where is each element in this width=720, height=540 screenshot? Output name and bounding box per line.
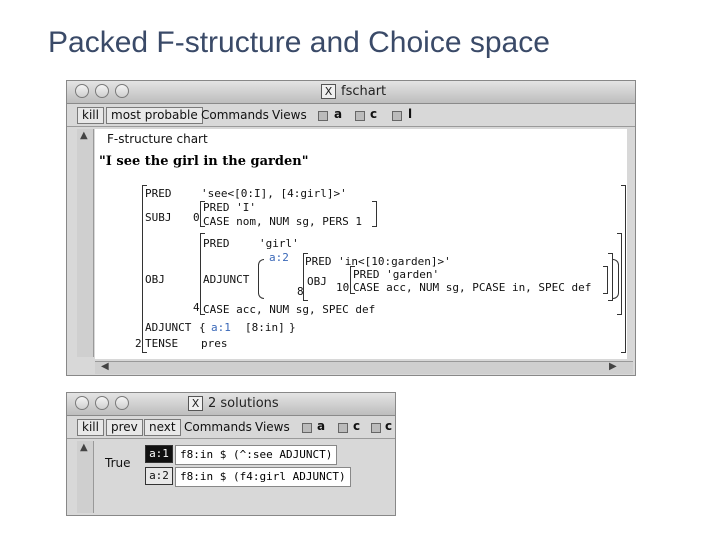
pred-attr: PRED (145, 187, 172, 200)
option-c2-label: c (385, 419, 393, 433)
adjunct-attr: ADJUNCT (203, 273, 250, 286)
adjunct-bracket-right (608, 253, 613, 301)
garden-pred: PRED 'garden' (353, 268, 440, 281)
most-probable-button[interactable]: most probable (106, 107, 203, 124)
garden-bracket-left (350, 266, 355, 294)
zoom-window-button[interactable] (115, 396, 129, 410)
top-adjunct-value: [8:in] (245, 321, 285, 334)
option-c-checkbox[interactable] (338, 423, 348, 433)
next-button[interactable]: next (144, 419, 181, 436)
obj-pred-attr: PRED (203, 237, 230, 250)
option-a-label: a (334, 107, 343, 121)
zoom-window-button[interactable] (115, 84, 129, 98)
root-bracket-left (142, 185, 147, 353)
option-c-checkbox[interactable] (355, 111, 365, 121)
inner-obj-index: 10 (336, 281, 350, 294)
option-a-checkbox[interactable] (318, 111, 328, 121)
option-c-label: c (353, 419, 361, 433)
close-window-button[interactable] (75, 396, 89, 410)
option-c-label: c (370, 107, 378, 121)
scroll-left-arrow-icon[interactable]: ◀ (101, 361, 109, 372)
kill-button[interactable]: kill (77, 419, 104, 436)
obj-case: CASE acc, NUM sg, SPEC def (203, 303, 376, 316)
adjunct-index: 8 (297, 285, 304, 298)
scroll-right-arrow-icon[interactable]: ▶ (609, 361, 617, 372)
adjunct-set-bracket-left (258, 259, 264, 299)
solutions-menubar: kill prev next Commands Views a c c (67, 416, 395, 439)
window-title: 2 solutions (208, 396, 279, 411)
garden-bracket-right (603, 266, 608, 294)
choice-a2-button[interactable]: a:2 (145, 467, 173, 485)
prev-button[interactable]: prev (106, 419, 143, 436)
choice-a2-text: f8:in $ (f4:girl ADJUNCT) (175, 467, 351, 487)
horizontal-scrollbar[interactable]: ◀ ▶ (95, 361, 633, 374)
choice-a1-text: f8:in $ (^:see ADJUNCT) (175, 445, 338, 465)
option-l-checkbox[interactable] (392, 111, 402, 121)
obj-bracket-right (617, 233, 622, 315)
subj-pred: PRED 'I' (203, 201, 256, 214)
obj-index: 4 (193, 301, 200, 314)
scroll-up-arrow-icon[interactable]: ▲ (80, 130, 88, 141)
vertical-scrollbar[interactable]: ▲ (77, 441, 94, 513)
fschart-menubar: kill most probable Commands Views a c l (67, 104, 635, 127)
tense-value: pres (201, 337, 228, 350)
true-label: True (105, 456, 131, 470)
views-menu[interactable]: Views (255, 420, 290, 434)
option-l-label: l (408, 107, 413, 121)
adjunct-pred: PRED 'in<[10:garden]>' (305, 255, 451, 268)
fschart-titlebar[interactable]: X fschart (67, 81, 635, 104)
commands-menu[interactable]: Commands (201, 108, 269, 122)
subj-bracket-left (200, 201, 205, 227)
garden-case: CASE acc, NUM sg, PCASE in, SPEC def (353, 281, 592, 294)
solutions-body: ▲ True a:1 f8:in $ (^:see ADJUNCT) a:2 f… (67, 439, 395, 515)
kill-button[interactable]: kill (77, 107, 104, 124)
scroll-up-arrow-icon[interactable]: ▲ (80, 442, 88, 453)
x11-icon: X (321, 84, 336, 99)
sentence-text: "I see the girl in the garden" (99, 154, 309, 169)
obj-attr: OBJ (145, 273, 165, 286)
obj-pred-value: 'girl' (259, 237, 299, 250)
subj-bracket-right (372, 201, 377, 227)
pred-value: 'see<[0:I], [4:girl]>' (201, 187, 347, 200)
option-a-checkbox[interactable] (302, 423, 312, 433)
subj-case: CASE nom, NUM sg, PERS 1 (203, 215, 362, 228)
subj-attr: SUBJ (145, 211, 172, 224)
commands-menu[interactable]: Commands (184, 420, 252, 434)
x11-icon: X (188, 396, 203, 411)
top-adjunct-attr: ADJUNCT (145, 321, 192, 334)
solutions-titlebar[interactable]: X 2 solutions (67, 393, 395, 416)
minimize-window-button[interactable] (95, 84, 109, 98)
solutions-content: True a:1 f8:in $ (^:see ADJUNCT) a:2 f8:… (95, 441, 367, 489)
choice-label-a1: a:1 (211, 321, 231, 334)
fschart-body: ▲ ◀ ▶ F-structure chart "I see the girl … (67, 127, 635, 375)
subj-index: 0 (193, 211, 200, 224)
root-bracket-right (621, 185, 626, 353)
inner-obj-attr: OBJ (307, 275, 327, 288)
vertical-scrollbar[interactable]: ▲ (77, 129, 94, 357)
fschart-window: X fschart kill most probable Commands Vi… (66, 80, 636, 376)
solutions-window: X 2 solutions kill prev next Commands Vi… (66, 392, 396, 516)
close-window-button[interactable] (75, 84, 89, 98)
tense-attr: TENSE (145, 337, 179, 350)
option-c2-checkbox[interactable] (371, 423, 381, 433)
option-a-label: a (317, 419, 326, 433)
slide-title: Packed F-structure and Choice space (48, 26, 550, 59)
window-title: fschart (341, 84, 387, 99)
fschart-content: F-structure chart "I see the girl in the… (95, 129, 627, 359)
obj-bracket-left (200, 233, 205, 315)
views-menu[interactable]: Views (272, 108, 307, 122)
choice-label-a2: a:2 (269, 251, 289, 264)
choice-a1-button[interactable]: a:1 (145, 445, 173, 463)
top-adjunct-open-brace: { (199, 321, 206, 334)
adjunct-bracket-left (303, 253, 308, 301)
section-label: F-structure chart (107, 132, 208, 146)
minimize-window-button[interactable] (95, 396, 109, 410)
top-adjunct-close-brace: } (289, 321, 296, 334)
root-index: 2 (135, 337, 142, 350)
